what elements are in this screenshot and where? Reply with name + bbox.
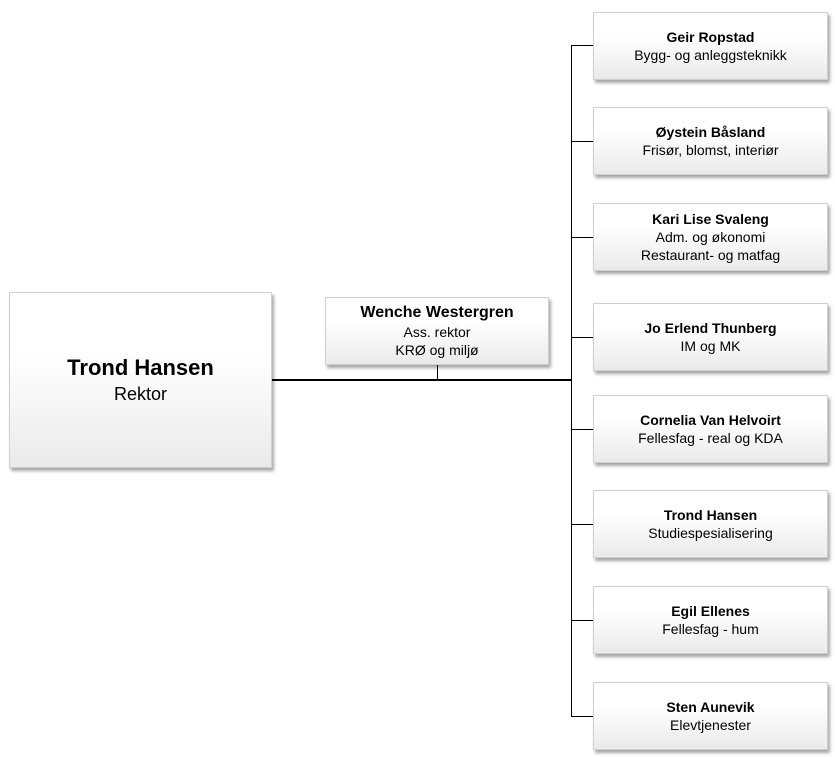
department-box-2: Øystein Båsland Frisør, blomst, interiør xyxy=(593,107,828,175)
department-name: Kari Lise Svaleng xyxy=(652,211,769,227)
department-name: Egil Ellenes xyxy=(671,603,750,619)
department-name: Øystein Båsland xyxy=(655,124,766,140)
department-box-6: Trond Hansen Studiespesialisering xyxy=(593,490,828,558)
vertical-spine-line xyxy=(571,45,572,716)
assistant-role-line-2: KRØ og miljø xyxy=(395,342,479,358)
department-name: Jo Erlend Thunberg xyxy=(644,320,777,336)
department-role: Frisør, blomst, interiør xyxy=(642,142,779,158)
department-name: Sten Aunevik xyxy=(666,699,755,715)
department-name: Cornelia Van Helvoirt xyxy=(640,412,781,428)
assistant-connector-line xyxy=(437,364,438,380)
department-role: Studiespesialisering xyxy=(648,525,773,541)
branch-line-8 xyxy=(571,716,593,717)
assistant-name: Wenche Westergren xyxy=(360,304,514,321)
assistant-role-line-1: Ass. rektor xyxy=(403,324,471,340)
department-role: Adm. og økonomi xyxy=(655,229,766,245)
department-role-line-2: Restaurant- og matfag xyxy=(640,247,781,263)
assistant-box: Wenche Westergren Ass. rektor KRØ og mil… xyxy=(325,297,549,365)
branch-line-3 xyxy=(571,237,593,238)
branch-line-4 xyxy=(571,337,593,338)
department-role: Fellesfag - real og KDA xyxy=(638,430,783,446)
branch-line-6 xyxy=(571,524,593,525)
department-box-1: Geir Ropstad Bygg- og anleggsteknikk xyxy=(593,12,828,80)
rektor-box: Trond Hansen Rektor xyxy=(9,292,272,468)
department-role: Bygg- og anleggsteknikk xyxy=(634,47,787,63)
department-role: Elevtjenester xyxy=(670,717,751,733)
department-role: IM og MK xyxy=(680,338,741,354)
department-box-3: Kari Lise Svaleng Adm. og økonomi Restau… xyxy=(593,203,828,271)
department-box-4: Jo Erlend Thunberg IM og MK xyxy=(593,303,828,371)
department-name: Geir Ropstad xyxy=(666,29,755,45)
department-box-5: Cornelia Van Helvoirt Fellesfag - real o… xyxy=(593,395,828,463)
department-box-7: Egil Ellenes Fellesfag - hum xyxy=(593,586,828,654)
rektor-role: Rektor xyxy=(113,384,167,404)
department-role: Fellesfag - hum xyxy=(662,621,759,637)
rektor-name: Trond Hansen xyxy=(67,355,214,380)
department-box-8: Sten Aunevik Elevtjenester xyxy=(593,682,828,750)
branch-line-5 xyxy=(571,429,593,430)
rektor-connector-line xyxy=(272,379,572,381)
department-name: Trond Hansen xyxy=(663,507,758,523)
branch-line-2 xyxy=(571,141,593,142)
branch-line-1 xyxy=(571,45,593,46)
branch-line-7 xyxy=(571,620,593,621)
